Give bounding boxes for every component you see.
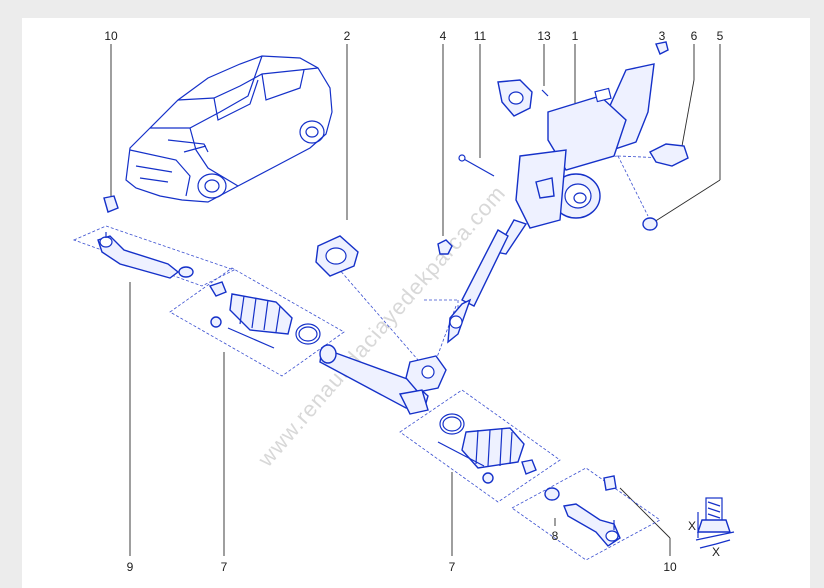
callout-6: 6 bbox=[691, 29, 698, 43]
callout-11: 11 bbox=[474, 29, 487, 43]
steering-column bbox=[447, 63, 655, 344]
callout-4: 4 bbox=[440, 29, 447, 43]
column-cover bbox=[315, 235, 359, 277]
callout-1: 1 bbox=[572, 29, 579, 43]
diagram-sheet bbox=[22, 18, 810, 588]
callout-10-bottom: 10 bbox=[663, 560, 677, 574]
dimension-x-left: X bbox=[688, 519, 696, 533]
steering-rack bbox=[319, 344, 447, 415]
callout-2: 2 bbox=[344, 29, 351, 43]
bolt-dimension-detail bbox=[695, 497, 735, 549]
left-bellows-boot bbox=[208, 281, 321, 349]
callout-7-right: 7 bbox=[449, 560, 456, 574]
callout-3: 3 bbox=[659, 29, 666, 43]
callout-9: 9 bbox=[127, 560, 134, 574]
left-tie-rod bbox=[97, 195, 194, 279]
callout-5: 5 bbox=[717, 29, 724, 43]
right-bellows-boot bbox=[437, 413, 537, 484]
small-parts-top bbox=[437, 41, 689, 255]
right-tie-rod bbox=[544, 475, 621, 547]
leader-lines bbox=[110, 44, 721, 556]
car-illustration bbox=[125, 55, 333, 203]
callout-labels: 10 2 4 11 13 1 3 6 5 9 7 7 8 10 X X bbox=[104, 29, 723, 574]
dimension-x-bottom: X bbox=[712, 545, 720, 559]
callout-8: 8 bbox=[552, 529, 559, 543]
watermark: www.renaultdaciayedekparca.com bbox=[252, 180, 510, 472]
callout-10-top: 10 bbox=[104, 29, 118, 43]
callout-13: 13 bbox=[537, 29, 551, 43]
callout-7-left: 7 bbox=[221, 560, 228, 574]
